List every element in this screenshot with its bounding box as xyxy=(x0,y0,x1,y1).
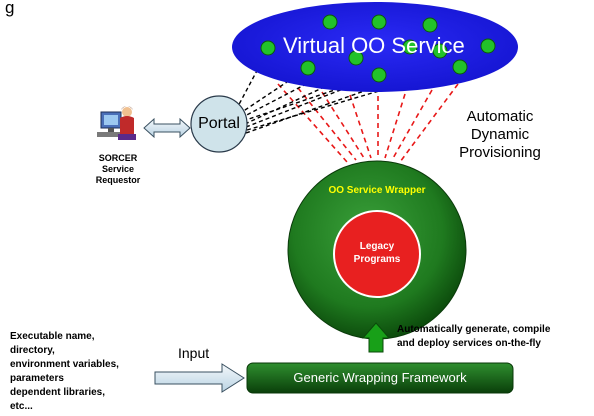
requestor-line-1: SORCER xyxy=(98,153,138,163)
generate-line-1: Automatically generate, compile xyxy=(397,324,551,335)
portal-label: Portal xyxy=(198,115,240,132)
up-arrow-icon xyxy=(361,322,391,353)
inputs-list-item: directory, xyxy=(10,345,55,356)
framework-label: Generic Wrapping Framework xyxy=(293,370,467,385)
inputs-list-item: etc... xyxy=(10,401,33,412)
framework-bar xyxy=(246,362,514,394)
inputs-list-item: Executable name, xyxy=(10,331,95,342)
legacy-label: Legacy Programs xyxy=(342,240,412,266)
provisioning-line-1: Automatic xyxy=(466,108,534,125)
legacy-line-2: Programs xyxy=(353,254,401,265)
input-label: Input xyxy=(178,345,210,361)
provisioning-line-2: Dynamic xyxy=(470,126,530,143)
computer-user-icon xyxy=(97,106,136,140)
right-arrow-icon xyxy=(154,363,245,393)
requestor-line-3: Requestor xyxy=(95,175,141,185)
legacy-line-1: Legacy xyxy=(359,241,395,252)
inputs-list-item: parameters xyxy=(10,373,64,384)
page-header: g xyxy=(5,0,15,17)
double-arrow-icon xyxy=(143,117,191,139)
requestor-label: SORCER Service Requestor xyxy=(78,153,158,186)
wrapper-label: OO Service Wrapper xyxy=(328,185,426,196)
generate-label: Automatically generate, compile and depl… xyxy=(397,323,550,351)
inputs-list: Executable name, directory, environment va… xyxy=(10,330,119,414)
virtual-service-label: Virtual OO Service xyxy=(283,33,465,58)
provisioning-lines xyxy=(277,83,459,163)
inputs-list-item: dependent libraries, xyxy=(10,387,106,398)
service-nodes xyxy=(260,14,496,83)
requestor-line-2: Service xyxy=(101,164,135,174)
provisioning-line-3: Provisioning xyxy=(459,144,541,161)
legacy-programs-circle xyxy=(333,210,421,298)
generate-line-2: and deploy services on-the-fly xyxy=(397,338,541,349)
inputs-list-item: environment variables, xyxy=(10,359,119,370)
provisioning-label: Automatic Dynamic Provisioning xyxy=(440,108,560,162)
portal-circle xyxy=(190,95,248,153)
